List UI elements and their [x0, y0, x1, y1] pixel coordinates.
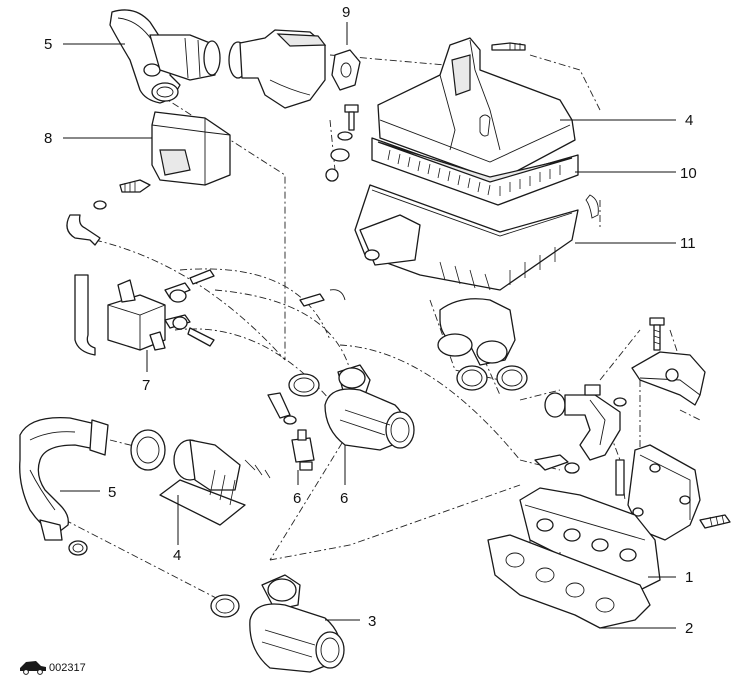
filter-element	[371, 137, 579, 206]
inlet-duct	[228, 29, 361, 109]
callout-1: 1	[685, 569, 693, 586]
callout-6-left: 6	[293, 490, 301, 507]
car-icon	[20, 661, 46, 675]
elbow-fitting	[534, 384, 627, 474]
sensor-small	[267, 392, 315, 471]
callout-4-bottom: 4	[173, 547, 181, 564]
callout-8: 8	[44, 130, 52, 147]
resonator-box	[66, 111, 231, 246]
callout-3: 3	[368, 613, 376, 630]
callout-labels: 5 9 8 4 10 11 7 6 6 5 4 1 2 3	[44, 4, 697, 637]
reference-code: 002317	[49, 662, 86, 674]
reference-mark: 002317	[20, 661, 86, 675]
callout-7: 7	[142, 377, 150, 394]
turbo-lower	[210, 574, 345, 673]
callout-11: 11	[680, 235, 696, 252]
mounting-bracket	[615, 444, 731, 541]
callout-6-right: 6	[340, 490, 348, 507]
exhaust-manifold	[519, 487, 661, 591]
hose-lower	[19, 416, 109, 556]
filter-housing-lower	[354, 184, 599, 291]
intake-pipe-lower	[130, 429, 271, 526]
manifold-gasket	[487, 534, 651, 629]
callout-5-bottom: 5	[108, 484, 116, 501]
leader-lines	[60, 22, 676, 629]
callout-5-top: 5	[44, 36, 52, 53]
callout-2: 2	[685, 620, 693, 637]
grommet-stack	[325, 104, 359, 182]
callout-9: 9	[342, 4, 350, 21]
callout-10: 10	[680, 165, 697, 182]
turbo-center	[288, 364, 415, 451]
hose-upper	[109, 9, 221, 104]
heat-shield-bracket	[631, 317, 706, 406]
callout-4-top: 4	[685, 112, 693, 129]
vacuum-valve	[74, 269, 346, 356]
hose-middle	[437, 298, 528, 391]
